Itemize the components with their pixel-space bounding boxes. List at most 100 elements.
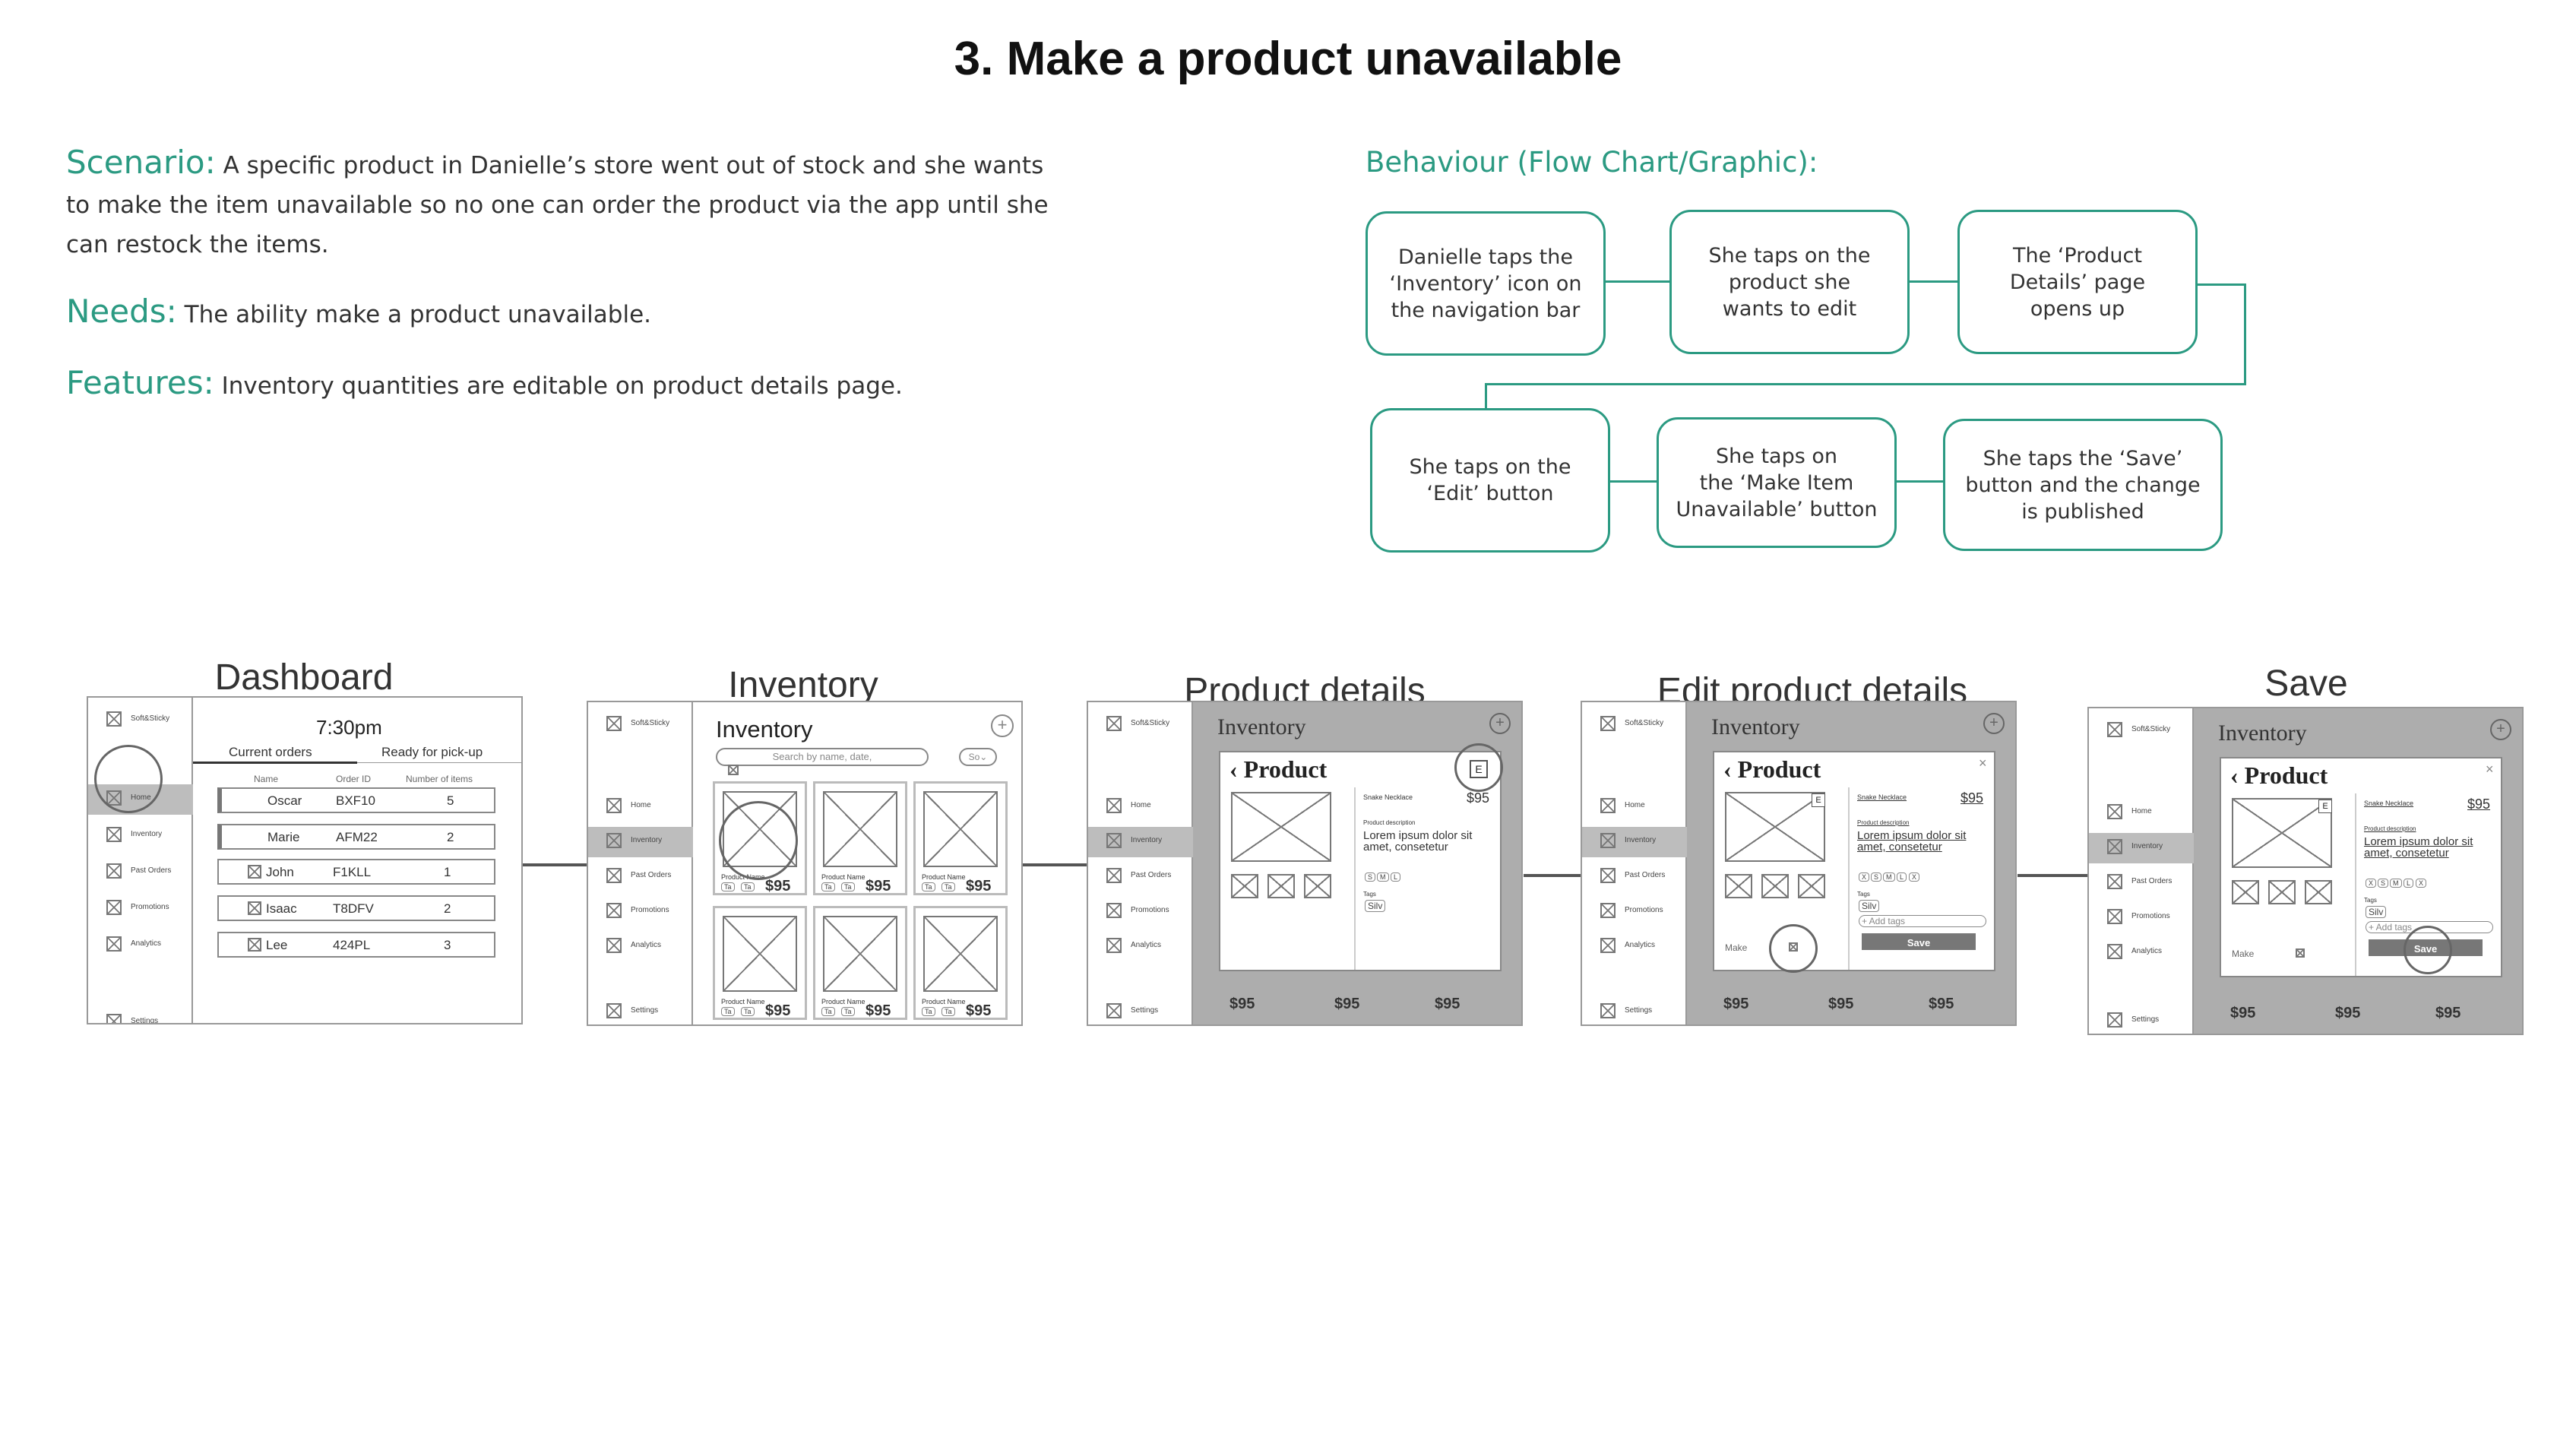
description-label: Product description bbox=[1857, 819, 1910, 826]
tag-chip[interactable]: Silv bbox=[1859, 900, 1880, 912]
sidebar-item-label: Past Orders bbox=[1625, 871, 1666, 879]
sidebar-item-analytics[interactable]: Analytics bbox=[88, 930, 193, 961]
edit-image-icon[interactable]: E bbox=[1812, 793, 1825, 807]
product-price-field[interactable]: $95 bbox=[2467, 796, 2491, 812]
sidebar-item-settings[interactable]: Settings bbox=[88, 1008, 193, 1023]
sidebar-item-analytics[interactable]: Analytics bbox=[1582, 932, 1687, 962]
sidebar-item-promotions[interactable]: Promotions bbox=[88, 894, 193, 924]
product-image[interactable] bbox=[1725, 792, 1825, 862]
add-tags-input[interactable]: + Add tags bbox=[1859, 915, 1986, 927]
size-option[interactable]: S bbox=[1871, 872, 1882, 882]
thumbnail-image[interactable] bbox=[1725, 874, 1752, 898]
product-name-field[interactable]: Snake Necklace bbox=[1857, 793, 1907, 801]
sidebar-item-analytics[interactable]: Analytics bbox=[1088, 932, 1193, 962]
product-image[interactable] bbox=[2232, 798, 2332, 868]
promotions-icon bbox=[606, 903, 622, 918]
size-option[interactable]: X bbox=[1859, 872, 1870, 882]
thumbnail-image[interactable] bbox=[1231, 874, 1258, 898]
product-name-field[interactable]: Snake Necklace bbox=[2364, 800, 2414, 807]
close-icon[interactable]: × bbox=[2486, 762, 2494, 777]
sidebar-item-settings[interactable]: Settings bbox=[2089, 1006, 2194, 1034]
sidebar-item-inventory[interactable]: Inventory bbox=[588, 827, 693, 857]
flow-connector bbox=[1485, 383, 2246, 385]
sidebar-item-settings[interactable]: Settings bbox=[1582, 997, 1687, 1024]
size-option[interactable]: M bbox=[2390, 879, 2402, 888]
tap-indicator bbox=[1454, 743, 1503, 792]
sidebar-item-past-orders[interactable]: Past Orders bbox=[588, 862, 693, 892]
inventory-icon bbox=[1600, 833, 1616, 848]
sidebar-item-inventory[interactable]: Inventory bbox=[1088, 827, 1193, 857]
product-price: $95 bbox=[1723, 996, 1749, 1012]
size-option[interactable]: L bbox=[1897, 872, 1907, 882]
product-tag: Ta bbox=[922, 1007, 935, 1016]
home-icon bbox=[1600, 798, 1616, 813]
sidebar-item-settings[interactable]: Settings bbox=[1088, 997, 1193, 1024]
size-option[interactable]: L bbox=[2404, 879, 2414, 888]
size-option[interactable]: S bbox=[1365, 872, 1376, 882]
size-option[interactable]: M bbox=[1883, 872, 1895, 882]
description-label: Product description bbox=[1363, 819, 1416, 826]
sidebar-item-home[interactable]: Home bbox=[588, 792, 693, 822]
sidebar-item-past-orders[interactable]: Past Orders bbox=[1582, 862, 1687, 892]
sidebar-item-inventory[interactable]: Inventory bbox=[2089, 833, 2194, 863]
sidebar-item-past-orders[interactable]: Past Orders bbox=[1088, 862, 1193, 892]
tab-current-orders[interactable]: Current orders bbox=[229, 745, 312, 759]
product-price: $95 bbox=[2335, 1005, 2361, 1021]
product-price-field[interactable]: $95 bbox=[1960, 790, 1984, 806]
thumbnail-image[interactable] bbox=[1267, 874, 1295, 898]
sidebar-item-label: Settings bbox=[1131, 1006, 1159, 1015]
sidebar: Soft&Sticky Home Inventory Past Orders P… bbox=[1582, 702, 1687, 1024]
sort-dropdown[interactable]: So⌄ bbox=[959, 748, 997, 766]
thumbnail-image[interactable] bbox=[1304, 874, 1331, 898]
sidebar-item-inventory[interactable]: Inventory bbox=[88, 821, 193, 851]
size-option[interactable]: X bbox=[2416, 879, 2427, 888]
thumbnail-image[interactable] bbox=[1798, 874, 1825, 898]
sidebar-item-past-orders[interactable]: Past Orders bbox=[2089, 868, 2194, 898]
sidebar-item-promotions[interactable]: Promotions bbox=[2089, 903, 2194, 933]
size-option[interactable]: X bbox=[2366, 879, 2377, 888]
sidebar-item-inventory[interactable]: Inventory bbox=[1582, 827, 1687, 857]
tap-indicator bbox=[2404, 926, 2452, 974]
tag-chip[interactable]: Silv bbox=[2366, 906, 2387, 918]
search-input[interactable]: Search by name, date, bbox=[716, 748, 929, 766]
size-option[interactable]: S bbox=[2378, 879, 2389, 888]
product-price: $95 bbox=[1229, 996, 1255, 1012]
sidebar-item-analytics[interactable]: Analytics bbox=[588, 932, 693, 962]
thumbnail-image[interactable] bbox=[2232, 880, 2259, 904]
make-unavailable-checkbox[interactable] bbox=[2296, 948, 2305, 958]
sidebar-item-home[interactable]: Home bbox=[2089, 798, 2194, 828]
edit-image-icon[interactable]: E bbox=[2318, 800, 2332, 813]
thumbnail-image[interactable] bbox=[2305, 880, 2332, 904]
save-button[interactable]: Save bbox=[1862, 933, 1976, 950]
size-option[interactable]: L bbox=[1391, 872, 1401, 882]
sidebar-item-past-orders[interactable]: Past Orders bbox=[88, 857, 193, 888]
inventory-icon bbox=[606, 833, 622, 848]
thumbnail-image[interactable] bbox=[2268, 880, 2296, 904]
size-option[interactable]: M bbox=[1377, 872, 1389, 882]
sidebar-item-promotions[interactable]: Promotions bbox=[1582, 897, 1687, 927]
tab-ready-for-pickup[interactable]: Ready for pick-up bbox=[381, 745, 483, 759]
thumbnail-image[interactable] bbox=[1761, 874, 1789, 898]
add-icon[interactable]: + bbox=[991, 714, 1014, 737]
sidebar-item-analytics[interactable]: Analytics bbox=[2089, 938, 2194, 968]
size-option[interactable]: X bbox=[1909, 872, 1920, 882]
close-icon[interactable]: × bbox=[1979, 755, 1987, 771]
sidebar-item-home[interactable]: Home bbox=[1582, 792, 1687, 822]
sidebar-item-settings[interactable]: Settings bbox=[588, 997, 693, 1024]
sidebar-item-home[interactable]: Home bbox=[1088, 792, 1193, 822]
sidebar-item-promotions[interactable]: Promotions bbox=[1088, 897, 1193, 927]
sidebar-item-promotions[interactable]: Promotions bbox=[588, 897, 693, 927]
